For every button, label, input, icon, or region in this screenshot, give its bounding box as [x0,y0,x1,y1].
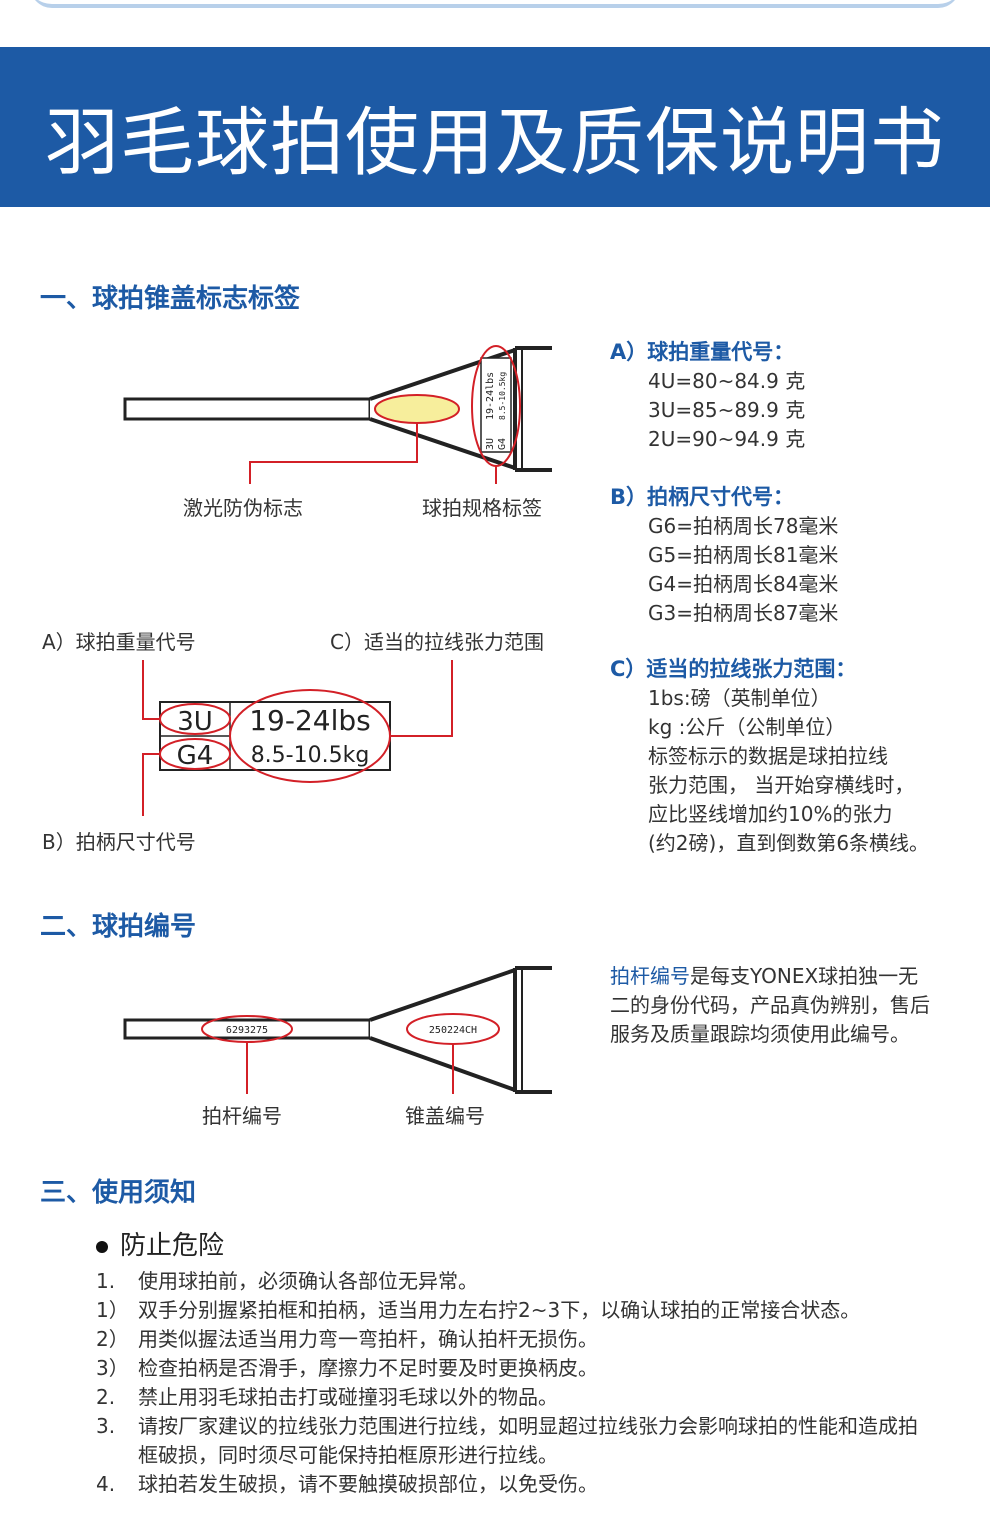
label-a-weight-code: A）球拍重量代号 [42,630,196,654]
tension-item: kg :公斤（公制单位） [648,715,846,739]
grip-code-item: G4=拍柄周长84毫米 [648,572,839,596]
serial-highlight: 拍杆编号 [610,964,690,988]
racket-throat-diagram: 19-24lbs 8.5-10.5kg 3U G4 [123,345,552,484]
weight-code-item: 3U=85~89.9 克 [648,398,806,422]
list-item: 1.使用球拍前，必须确认各部位无异常。 [96,1269,478,1293]
code-grip-text: G4 [177,741,214,771]
tension-info: C）适当的拉线张力范围： 1bs:磅（英制单位） kg :公斤（公制单位） 标签… [610,655,929,858]
bullet-dot-icon [96,1240,108,1253]
section3-heading: 三、使用须知 [40,1178,197,1208]
list-item: 4.球拍若发生破损，请不要触摸破损部位，以免受伤。 [96,1472,598,1496]
laser-label: 激光防伪标志 [183,496,303,520]
list-item: 1）双手分别握紧拍框和拍柄，适当用力左右拧2~3下，以确认球拍的正常接合状态。 [96,1298,861,1322]
grip-code-info: B）拍柄尺寸代号： G6=拍柄周长78毫米 G5=拍柄周长81毫米 G4=拍柄周… [610,483,838,628]
usage-notes: 防止危险 1.使用球拍前，必须确认各部位无异常。 1）双手分别握紧拍框和拍柄，适… [96,1232,936,1499]
racket-number-diagram: 6293275 250224CH [123,966,552,1094]
tension-item: 应比竖线增加约10%的张力 [648,802,893,826]
grip-code-item: G5=拍柄周长81毫米 [648,543,839,567]
serial-description-text: 是每支YONEX球拍独一无二的身份代码，产品真伪辨别，售后服务及质量跟踪均须使用… [610,964,930,1046]
bullet-danger-prevention: 防止危险 [96,1232,936,1261]
spec-tag-lbs: 19-24lbs [485,372,496,420]
tension-lbs-text: 19-24lbs [249,704,371,737]
tension-title: C）适当的拉线张力范围： [610,657,857,681]
title-banner: 羽毛球拍使用及质保说明书 [0,47,990,207]
weight-code-item: 4U=80~84.9 克 [648,369,806,393]
tension-item: (约2磅)，直到倒数第6条横线。 [648,831,930,855]
spec-tag-grip-code: G4 [497,438,508,450]
cap-number-label: 锥盖编号 [405,1104,485,1128]
weight-code-info: A）球拍重量代号： 4U=80~84.9 克 3U=85~89.9 克 2U=9… [610,338,805,454]
grip-code-item: G6=拍柄周长78毫米 [648,514,839,538]
code-weight-text: 3U [177,707,213,737]
list-item: 2）用类似握法适当用力弯一弯拍杆，确认拍杆无损伤。 [96,1327,598,1351]
tension-item: 1bs:磅（英制单位） [648,686,831,710]
cap-number-text: 250224CH [429,1025,477,1036]
serial-number-description: 拍杆编号是每支YONEX球拍独一无二的身份代码，产品真伪辨别，售后服务及质量跟踪… [610,962,930,1049]
tension-item: 标签标示的数据是球拍拉线 [648,744,888,768]
grip-code-item: G3=拍柄周长87毫米 [648,601,839,625]
tension-item: 张力范围， 当开始穿横线时， [648,773,915,797]
list-item: 3）检查拍柄是否滑手，摩擦力不足时要及时更换柄皮。 [96,1356,598,1380]
label-c-tension-range: C）适当的拉线张力范围 [330,630,544,654]
section2-heading: 二、球拍编号 [40,912,197,942]
list-item: 2.禁止用羽毛球拍击打或碰撞羽毛球以外的物品。 [96,1385,558,1409]
spec-tag-kg: 8.5-10.5kg [498,372,507,420]
label-b-grip-code: B）拍柄尺寸代号 [42,830,196,854]
weight-code-title: A）球拍重量代号： [610,340,795,364]
spec-label-diagram: 3U G4 19-24lbs 8.5-10.5kg [142,660,453,816]
shaft-number-label: 拍杆编号 [202,1104,282,1128]
section1-heading: 一、球拍锥盖标志标签 [40,284,301,314]
page-title: 羽毛球拍使用及质保说明书 [45,100,945,186]
spec-label: 球拍规格标签 [422,496,542,520]
spec-tag-weight-code: 3U [485,438,496,450]
list-item: 3.请按厂家建议的拉线张力范围进行拉线，如明显超过拉线张力会影响球拍的性能和造成… [96,1414,918,1467]
grip-code-title: B）拍柄尺寸代号： [610,485,795,509]
weight-code-item: 2U=90~94.9 克 [648,427,806,451]
tension-kg-text: 8.5-10.5kg [251,743,370,768]
top-curve-decoration [30,0,960,8]
shaft-number-text: 6293275 [226,1025,268,1036]
